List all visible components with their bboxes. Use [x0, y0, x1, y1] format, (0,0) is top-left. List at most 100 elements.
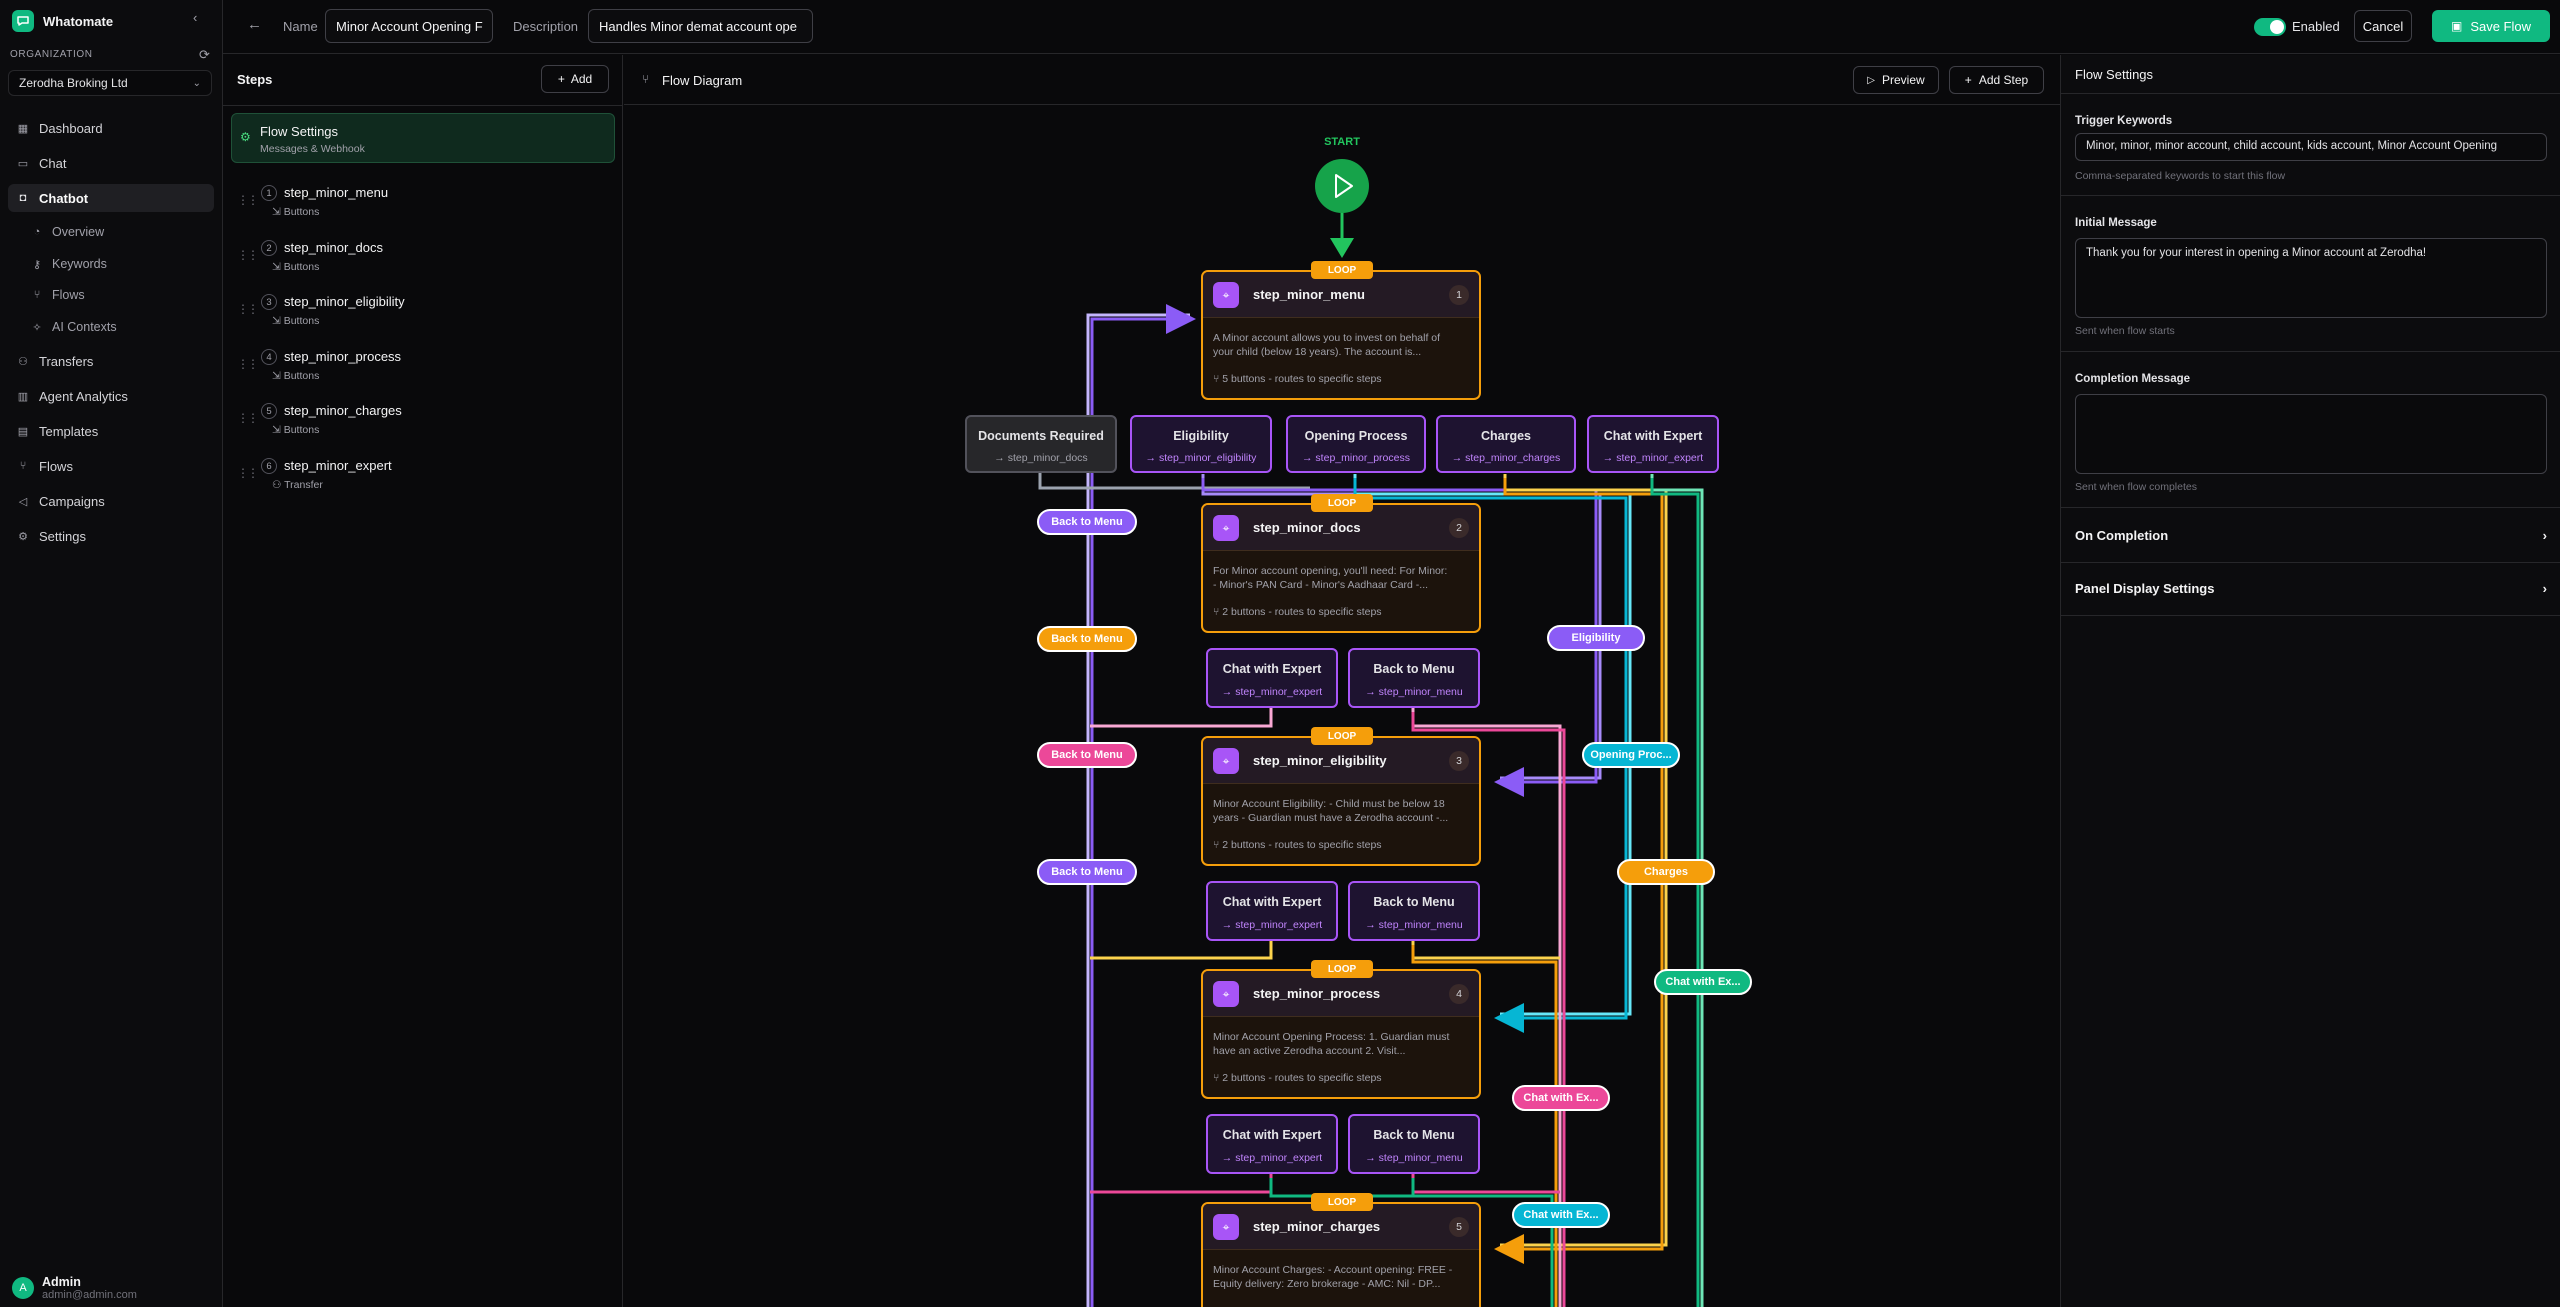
edge-back-menu-proc [1411, 1174, 1560, 1194]
edge-back-menu-elig [1411, 945, 1558, 1307]
route-button[interactable]: Eligibility→ step_minor_eligibility [1130, 415, 1272, 473]
edge-label[interactable]: Opening Proc... [1582, 742, 1680, 768]
add-step-diagram-button[interactable]: + Add Step [1949, 66, 2044, 94]
edge-label[interactable]: Back to Menu [1037, 859, 1137, 885]
step-name: step_minor_charges [284, 403, 402, 418]
on-completion-row[interactable]: On Completion› [2075, 525, 2547, 545]
nav-item-settings[interactable]: ⚙Settings [8, 522, 214, 550]
grip-icon[interactable]: ⋮⋮ [237, 466, 259, 480]
route-button[interactable]: Back to Menu→ step_minor_menu [1348, 648, 1480, 708]
route-button[interactable]: Opening Process→ step_minor_process [1286, 415, 1426, 473]
nav-item-chat[interactable]: ▭Chat [8, 149, 214, 177]
step-number: 2 [261, 240, 277, 256]
add-label: Add [570, 72, 593, 86]
edge-label[interactable]: Charges [1617, 859, 1715, 885]
arrow-left-icon[interactable]: ← [247, 16, 262, 33]
nav-item-campaigns[interactable]: ◁Campaigns [8, 487, 214, 515]
flow-settings-card[interactable]: ⚙ Flow Settings Messages & Webhook [231, 113, 615, 163]
route-button[interactable]: Chat with Expert→ step_minor_expert [1587, 415, 1719, 473]
nav-item-transfers[interactable]: ⚇Transfers [8, 347, 214, 375]
brand[interactable]: Whatomate [12, 8, 113, 34]
preview-button[interactable]: ▷ Preview [1853, 66, 1939, 94]
node-desc-line: - Minor's PAN Card - Minor's Aadhaar Car… [1213, 579, 1429, 591]
route-button[interactable]: Chat with Expert→ step_minor_expert [1206, 1114, 1338, 1174]
workflow-icon: ⑂ [19, 460, 27, 472]
edge-label[interactable]: Eligibility [1547, 625, 1645, 651]
route-button-target: → step_minor_expert [1221, 686, 1323, 698]
node-footer-label: 2 buttons - routes to specific steps [1222, 606, 1382, 618]
enabled-toggle[interactable] [2254, 18, 2286, 36]
topbar: ← Name Minor Account Opening F Descripti… [223, 0, 2560, 54]
edge-label[interactable]: Back to Menu [1037, 509, 1137, 535]
branch-icon: ⑂ [1213, 606, 1223, 618]
nav-sub-overview[interactable]: ◔Overview [26, 219, 214, 245]
completion-message-textarea[interactable] [2075, 394, 2547, 474]
grip-icon[interactable]: ⋮⋮ [237, 411, 259, 425]
save-flow-button[interactable]: ▣ Save Flow [2432, 10, 2550, 42]
node-desc-line: years - Guardian must have a Zerodha acc… [1213, 812, 1449, 824]
route-button-target: → step_minor_process [1302, 452, 1410, 464]
nav-sub-ai-contexts[interactable]: ✧AI Contexts [26, 314, 214, 340]
route-button-label: Chat with Expert [1222, 1128, 1322, 1142]
route-button[interactable]: Back to Menu→ step_minor_menu [1348, 881, 1480, 941]
cancel-button[interactable]: Cancel [2354, 10, 2412, 42]
nav-item-flows[interactable]: ⑂ Flows [8, 452, 214, 480]
divider [2061, 507, 2560, 508]
edge-label[interactable]: Chat with Ex... [1512, 1202, 1610, 1228]
panel-display-row[interactable]: Panel Display Settings› [2075, 578, 2547, 598]
refresh-icon[interactable]: ⟳ [199, 47, 210, 62]
route-button[interactable]: Chat with Expert→ step_minor_expert [1206, 648, 1338, 708]
grip-icon[interactable]: ⋮⋮ [237, 357, 259, 371]
nav-item-templates[interactable]: ▤Templates [8, 417, 214, 445]
flow-canvas[interactable]: ⑂ Flow Diagram ▷ Preview + Add Step [624, 55, 2060, 1307]
divider [2061, 615, 2560, 616]
route-button[interactable]: Charges→ step_minor_charges [1436, 415, 1576, 473]
step-name: step_minor_process [284, 349, 402, 364]
nav-sub-keywords[interactable]: ⚷Keywords [26, 251, 214, 277]
nav-label: Agent Analytics [39, 388, 128, 404]
edge-label[interactable]: Chat with Ex... [1512, 1085, 1610, 1111]
description-input[interactable]: Handles Minor demat account ope [588, 9, 813, 43]
edge-chat-expert [1090, 941, 1273, 960]
edge-label[interactable]: Back to Menu [1037, 626, 1137, 652]
edge-label[interactable]: Chat with Ex... [1654, 969, 1752, 995]
org-select[interactable]: Zerodha Broking Ltd ⌄ [8, 70, 212, 96]
nav-item-agent-analytics[interactable]: ▥Agent Analytics [8, 382, 214, 410]
nav-item-chatbot[interactable]: ◘Chatbot [8, 184, 214, 212]
add-step-button[interactable]: + Add [541, 65, 609, 93]
node-name: step_minor_docs [1253, 520, 1361, 535]
loop-badge: LOOP [1311, 261, 1373, 279]
dashboard-icon: ▦ [17, 122, 29, 135]
nav-sub-flows[interactable]: ⑂Flows [26, 282, 214, 308]
start-node[interactable] [1315, 159, 1369, 213]
user-profile[interactable]: A Admin admin@admin.com [12, 1275, 137, 1301]
chevron-left-icon[interactable]: ‹ [193, 10, 198, 25]
route-button[interactable]: Documents Required→ step_minor_docs [965, 415, 1117, 473]
name-input[interactable]: Minor Account Opening F [325, 9, 493, 43]
route-button-label: Chat with Expert [1222, 895, 1322, 909]
grip-icon[interactable]: ⋮⋮ [237, 193, 259, 207]
route-button[interactable]: Chat with Expert→ step_minor_expert [1206, 881, 1338, 941]
edge-label[interactable]: Back to Menu [1037, 742, 1137, 768]
route-button-target: → step_minor_docs [994, 452, 1088, 464]
nav-label: Flows [39, 458, 73, 474]
grip-icon[interactable]: ⋮⋮ [237, 302, 259, 316]
grip-icon[interactable]: ⋮⋮ [237, 248, 259, 262]
route-button[interactable]: Back to Menu→ step_minor_menu [1348, 1114, 1480, 1174]
initial-message-textarea[interactable]: Thank you for your interest in opening a… [2075, 238, 2547, 318]
node-name: step_minor_charges [1253, 1219, 1381, 1234]
trigger-keywords-input[interactable]: Minor, minor, minor account, child accou… [2075, 133, 2547, 161]
nav-item-dashboard[interactable]: ▦Dashboard [8, 114, 214, 142]
